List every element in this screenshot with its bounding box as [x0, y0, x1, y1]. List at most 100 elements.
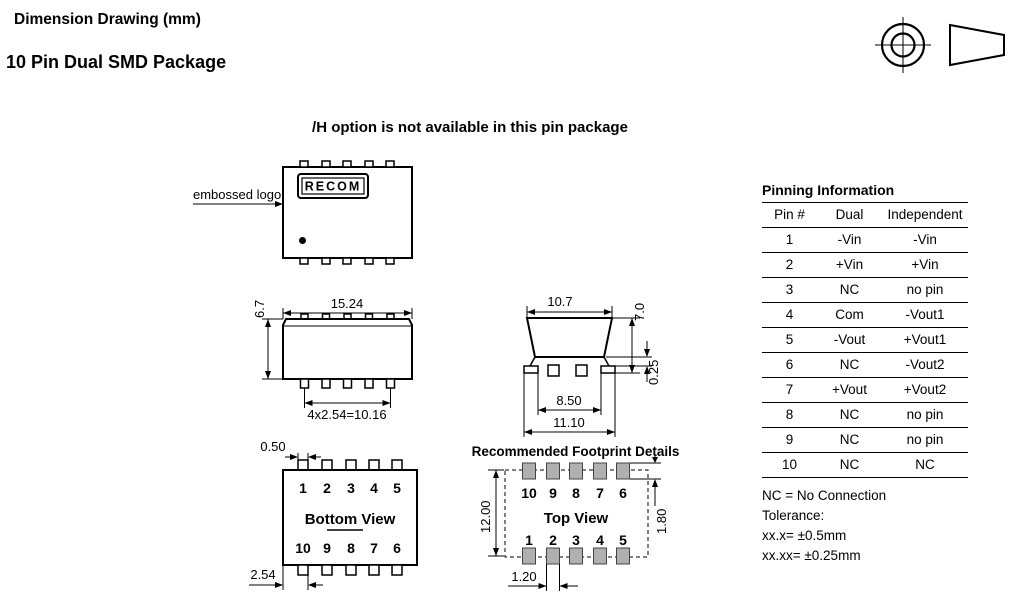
pin-number: 1: [525, 532, 533, 548]
dim-width: 15.24: [282, 296, 413, 319]
footprint-pad: [522, 547, 536, 565]
end-left-foot: [523, 365, 539, 374]
bottom-pin: [321, 459, 333, 471]
pin-cell: NC: [817, 402, 882, 428]
dim-inner-span-label: 8.50: [556, 393, 581, 408]
pin-row: 1-Vin-Vin: [762, 227, 968, 253]
pin-number: 8: [572, 485, 580, 501]
dim-standoff: 0.25: [606, 341, 661, 385]
bottom-pin: [368, 564, 380, 576]
footprint-pad: [546, 547, 560, 565]
pin-cell: 7: [762, 377, 817, 403]
pin-number: 2: [549, 532, 557, 548]
dim-pin-width-label: 0.50: [260, 439, 285, 454]
pin-cell: +Vin: [817, 252, 882, 278]
pin-cell: NC: [817, 277, 882, 303]
dim-inner-span: 8.50: [537, 373, 602, 415]
side-pin: [385, 378, 396, 389]
pin-number: 4: [370, 480, 378, 496]
footprint-pad: [616, 462, 630, 480]
projection-symbol-cone-icon: [949, 23, 1005, 67]
bottom-pin-numbers-top: 1 2 3 4 5: [299, 480, 401, 496]
note-tolerance-title: Tolerance:: [762, 508, 825, 523]
col-header-independent: Independent: [882, 202, 968, 228]
leader-arrow-icon: [275, 201, 283, 207]
pinning-information: Pinning Information Pin # Dual Independe…: [762, 182, 968, 566]
pin-cell: 1: [762, 227, 817, 253]
pin-number: 9: [323, 540, 331, 556]
end-center-pin: [575, 364, 588, 377]
bottom-pin-numbers-bottom: 10 9 8 7 6: [295, 540, 401, 556]
pin-cell: 8: [762, 402, 817, 428]
dim-end-height-label: 7.0: [632, 303, 647, 321]
dim-pad-height: 1.80: [630, 455, 669, 534]
dim-width-label: 15.24: [331, 296, 364, 311]
pin-cell: +Vin: [882, 252, 968, 278]
pin-cell: +Vout: [817, 377, 882, 403]
pin-number: 2: [323, 480, 331, 496]
note-nc: NC = No Connection: [762, 488, 887, 503]
bottom-pin: [297, 459, 309, 471]
footprint-view: 10 9 8 7 6 Top View 1 2 3 4 5 12.00: [458, 455, 693, 602]
projection-symbol-front-icon: [875, 17, 931, 73]
recom-logo: RECOM: [297, 173, 369, 199]
side-body-outline: [282, 318, 413, 380]
pin-cell: -Vin: [882, 227, 968, 253]
side-view: 15.24 6.7: [250, 293, 430, 425]
footprint-pad: [522, 462, 536, 480]
footprint-pin-numbers-bottom: 1 2 3 4 5: [525, 532, 627, 548]
note-tolerance-1: xx.x= ±0.5mm: [762, 528, 847, 543]
pinning-header-row: Pin # Dual Independent: [762, 202, 968, 228]
dim-footprint-length-label: 12.00: [478, 500, 493, 533]
pin-cell: no pin: [882, 402, 968, 428]
note-tolerance-2: xx.xx= ±0.25mm: [762, 548, 861, 563]
bottom-pin: [391, 459, 403, 471]
pin-number: 10: [521, 485, 537, 501]
package-subtitle: 10 Pin Dual SMD Package: [6, 52, 227, 72]
pin-number: 5: [619, 532, 627, 548]
pin-cell: NC: [817, 352, 882, 378]
projection-symbols: [862, 12, 1014, 78]
pin-number: 3: [572, 532, 580, 548]
dim-outer-span-label: 11.10: [553, 415, 585, 430]
bottom-body: [282, 459, 418, 576]
dim-pad-height-label: 1.80: [654, 509, 669, 534]
pin-cell: -Vout: [817, 327, 882, 353]
bottom-pin: [345, 459, 357, 471]
pin-row: 7+Vout+Vout2: [762, 377, 968, 403]
footprint-pad: [569, 547, 583, 565]
pin-cell: 2: [762, 252, 817, 278]
pin-row: 2+Vin+Vin: [762, 252, 968, 278]
dim-footprint-length: 12.00: [478, 469, 504, 557]
dim-edge-pitch: 2.54: [249, 565, 323, 590]
pin-number: 5: [393, 480, 401, 496]
dim-pin-pitch: 4x2.54=10.16: [304, 388, 391, 422]
footprint-title: Top View: [544, 510, 609, 527]
dim-end-height: 7.0: [612, 303, 647, 374]
pin-cell: no pin: [882, 427, 968, 453]
pin-row: 5-Vout+Vout1: [762, 327, 968, 353]
pin-number: 8: [347, 540, 355, 556]
dim-outer-span: 11.10: [523, 373, 616, 437]
end-right-foot: [600, 365, 616, 374]
dim-pad-width-label: 1.20: [511, 569, 536, 584]
side-pin: [321, 378, 331, 389]
pin-cell: NC: [817, 452, 882, 478]
footprint-pad: [616, 547, 630, 565]
end-body: [523, 317, 616, 377]
bottom-pin: [321, 564, 333, 576]
pinning-title: Pinning Information: [762, 182, 895, 198]
pin-cell: -Vout2: [882, 352, 968, 378]
pin-cell: 10: [762, 452, 817, 478]
pin1-dot: [299, 237, 306, 244]
pin-cell: 4: [762, 302, 817, 328]
pin-cell: NC: [817, 427, 882, 453]
bottom-pin: [345, 564, 357, 576]
col-header-pin: Pin #: [762, 202, 817, 228]
